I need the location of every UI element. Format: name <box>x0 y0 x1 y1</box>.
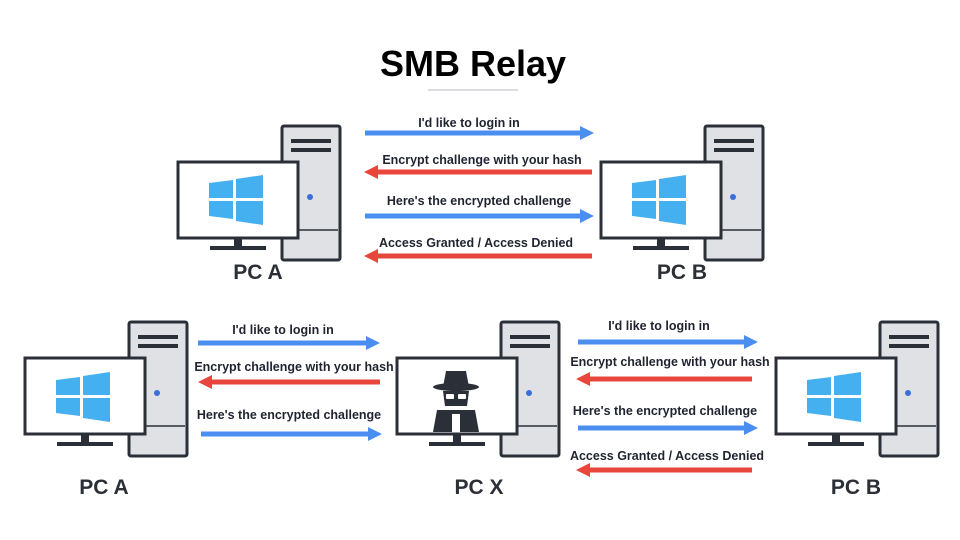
relay-left-message-2-label: Encrypt challenge with your hash <box>194 360 393 374</box>
direct-pc-b-label: PC B <box>657 261 707 284</box>
relay-right-message-4-arrow <box>576 463 752 477</box>
relay-pc-x-label: PC X <box>454 476 503 499</box>
relay-right-message-3-label: Here's the encrypted challenge <box>573 404 757 418</box>
relay-left-message-3-arrow <box>201 427 382 441</box>
relay-left-message-1-arrow <box>198 336 380 350</box>
direct-message-3-arrow <box>365 209 594 223</box>
direct-pc-a-label: PC A <box>233 261 282 284</box>
direct-message-1-arrow <box>365 126 594 140</box>
diagram-title: SMB Relay <box>380 43 566 84</box>
relay-left-message-1-label: I'd like to login in <box>232 323 334 337</box>
direct-message-3-label: Here's the encrypted challenge <box>387 194 571 208</box>
direct-message-2-label: Encrypt challenge with your hash <box>382 153 581 167</box>
relay-right-message-2-arrow <box>576 372 752 386</box>
relay-right-message-3-arrow <box>578 421 758 435</box>
relay-right-message-2-label: Encrypt challenge with your hash <box>570 355 769 369</box>
relay-left-message-2-arrow <box>198 375 380 389</box>
direct-message-4-arrow <box>364 249 592 263</box>
relay-right-message-1-arrow <box>578 335 758 349</box>
relay-pc-x-computer <box>395 320 561 458</box>
relay-pc-b-label: PC B <box>831 476 881 499</box>
relay-pc-a-label: PC A <box>79 476 128 499</box>
direct-message-4-label: Access Granted / Access Denied <box>379 236 573 250</box>
relay-right-message-4-label: Access Granted / Access Denied <box>570 449 764 463</box>
direct-message-2-arrow <box>364 165 592 179</box>
relay-right-message-1-label: I'd like to login in <box>608 319 710 333</box>
relay-left-message-3-label: Here's the encrypted challenge <box>197 408 381 422</box>
direct-message-1-label: I'd like to login in <box>418 116 520 130</box>
